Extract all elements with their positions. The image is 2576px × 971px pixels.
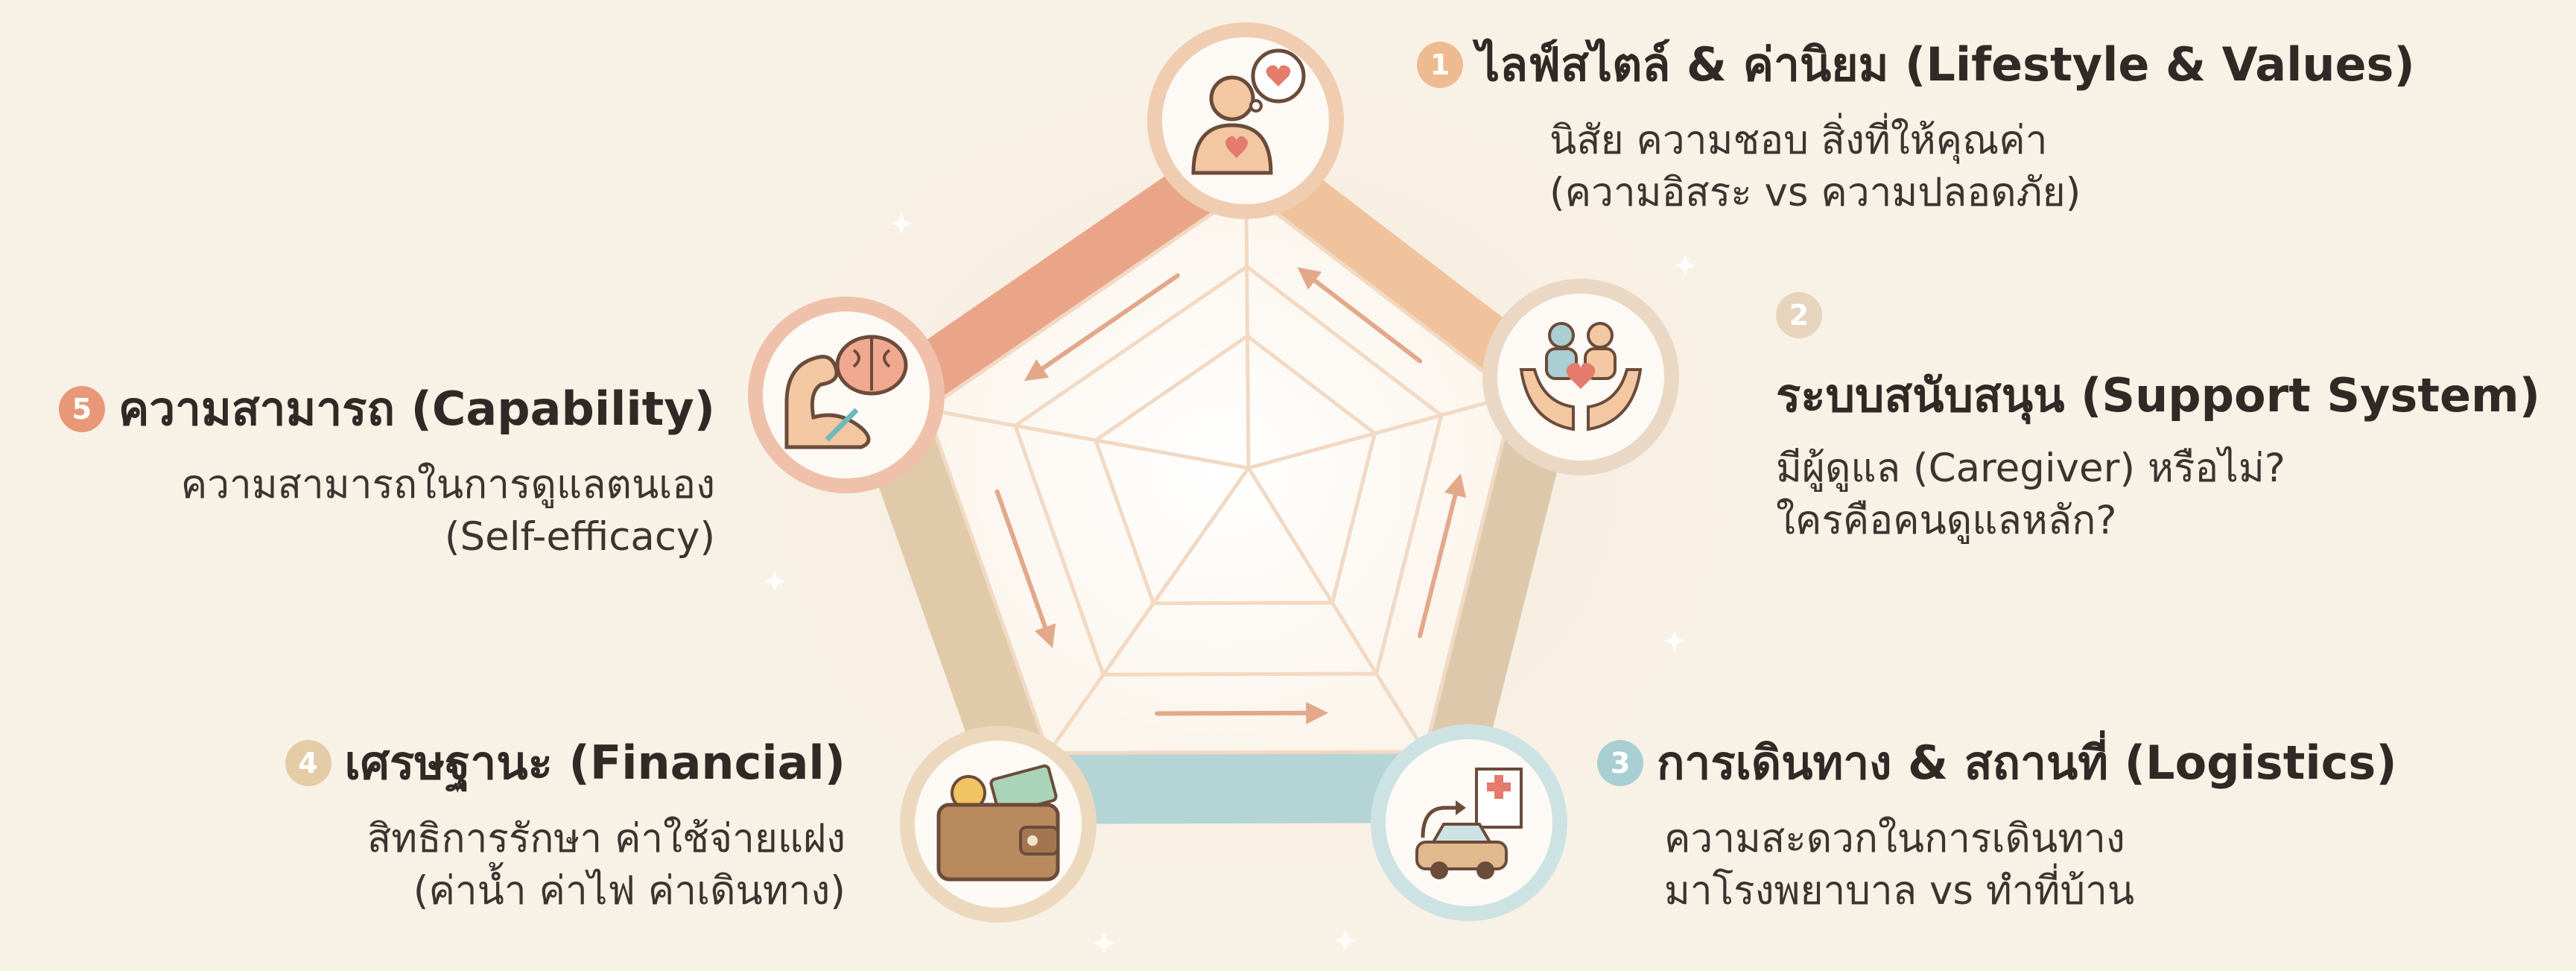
web-spoke bbox=[1246, 466, 1427, 753]
node-title: การเดินทาง & สถานที่ (Logistics) bbox=[1657, 736, 2397, 790]
node-title: ระบบสนับสนุน (Support System) bbox=[1776, 368, 2540, 423]
web-ring bbox=[924, 188, 1517, 755]
node-description-line: ความสะดวกในการเดินทาง bbox=[1664, 816, 2125, 861]
node-description-line: (ค่าน้ำ ค่าไฟ ค่าเดินทาง) bbox=[413, 868, 846, 914]
arrow-logistics-to-support bbox=[1418, 473, 1467, 639]
node-circle-financial bbox=[900, 726, 1097, 923]
person-heart-thought-icon bbox=[1191, 48, 1306, 175]
node-circle-lifestyle bbox=[1147, 22, 1344, 219]
wallet-icon bbox=[936, 764, 1060, 882]
node-description-line: ใครคือคนดูแลหลัก? bbox=[1776, 498, 2117, 543]
number-badge: 1 bbox=[1417, 42, 1463, 88]
segment-support bbox=[1424, 377, 1581, 823]
segment-capability bbox=[846, 121, 1246, 410]
arrow-capability-to-financial bbox=[994, 489, 1056, 648]
node-description-line: มีผู้ดูแล (Caregiver) หรือไม่? bbox=[1776, 446, 2285, 491]
segment-financial bbox=[846, 395, 1049, 824]
sparkle-icon bbox=[1675, 255, 1695, 276]
node-description-line: (Self-efficacy) bbox=[444, 514, 715, 560]
number-badge: 5 bbox=[58, 386, 105, 432]
sparkle-icon bbox=[1335, 930, 1356, 951]
web-spoke bbox=[1047, 466, 1251, 754]
web-spoke bbox=[926, 408, 1249, 470]
node-title: ความสามารถ (Capability) bbox=[118, 382, 715, 436]
number-badge: 4 bbox=[285, 740, 331, 786]
arrow-financial-to-logistics bbox=[1155, 701, 1329, 724]
node-label-capability: 5 ความสามารถ (Capability) ความสามารถในกา… bbox=[58, 373, 715, 563]
sparkle-icon bbox=[1664, 630, 1685, 651]
number-badge: 2 bbox=[1776, 292, 1822, 338]
node-description-line: มาโรงพยาบาล vs ทำที่บ้าน bbox=[1664, 868, 2135, 914]
web-ring bbox=[1012, 264, 1444, 677]
muscle-brain-icon bbox=[784, 335, 908, 449]
web-ring bbox=[1093, 333, 1377, 606]
inner-area bbox=[927, 190, 1514, 753]
node-label-lifestyle: 1 ไลฟ์สไตล์ & ค่านิยม (Lifestyle & Value… bbox=[1417, 28, 2415, 219]
node-title: เศรษฐานะ (Financial) bbox=[344, 736, 846, 790]
node-circle-support-system bbox=[1482, 279, 1679, 475]
car-hospital-icon bbox=[1415, 768, 1523, 879]
node-description-line: (ความอิสระ vs ความปลอดภัย) bbox=[1549, 170, 2081, 215]
web-spoke bbox=[1248, 393, 1515, 470]
node-label-financial: 4 เศรษฐานะ (Financial) สิทธิการรักษา ค่า… bbox=[285, 727, 846, 917]
sparkle-icon bbox=[1094, 933, 1114, 954]
node-circle-logistics bbox=[1371, 724, 1567, 921]
node-label-support-system: 2 ระบบสนับสนุน (Support System) มีผู้ดูแ… bbox=[1776, 292, 2540, 547]
sparkle-icon bbox=[891, 213, 912, 234]
node-title: ไลฟ์สไตล์ & ค่านิยม (Lifestyle & Values) bbox=[1476, 37, 2415, 92]
node-circle-capability bbox=[748, 297, 945, 493]
arrow-support-to-lifestyle bbox=[1297, 267, 1423, 364]
node-description-line: ความสามารถในการดูแลตนเอง bbox=[180, 462, 715, 507]
node-label-logistics: 3 การเดินทาง & สถานที่ (Logistics) ความส… bbox=[1597, 727, 2397, 917]
sparkle-icon bbox=[764, 571, 785, 592]
segment-logistics bbox=[998, 751, 1469, 824]
web-spoke bbox=[1244, 190, 1251, 469]
arrow-lifestyle-to-capability bbox=[1024, 273, 1180, 382]
node-description-line: สิทธิการรักษา ค่าใช้จ่ายแฝง bbox=[367, 816, 846, 861]
node-description-line: นิสัย ความชอบ สิ่งที่ให้คุณค่า bbox=[1549, 118, 2048, 163]
number-badge: 3 bbox=[1597, 740, 1643, 786]
caring-hands-icon bbox=[1519, 322, 1643, 431]
